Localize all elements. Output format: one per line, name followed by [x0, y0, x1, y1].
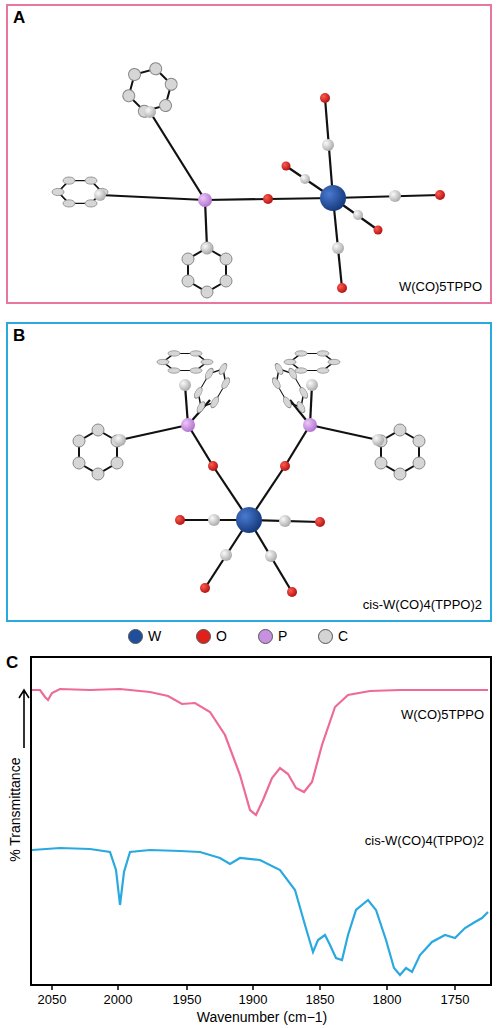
tick-label: 1950	[173, 993, 202, 1007]
figure-panel: C	[30, 656, 492, 986]
atom-swatch	[318, 629, 333, 644]
tick-label: 1850	[306, 993, 335, 1007]
figure-panel: Bcis-W(CO)4(TPPO)2	[6, 322, 492, 622]
tick-label: 1900	[239, 993, 268, 1007]
panel-label: cis-W(CO)4(TPPO)2	[363, 598, 482, 612]
panel-letter: C	[6, 654, 18, 673]
tick-label: 1750	[441, 993, 470, 1007]
legend-text: P	[278, 629, 287, 644]
figure-panel: A W(CO)5TPPO	[6, 4, 492, 304]
atom-swatch	[258, 629, 273, 644]
curve-label: cis-W(CO)4(TPPO)2	[365, 834, 484, 848]
axis-title: Wavenumber (cm−1)	[197, 1010, 328, 1025]
axis-title: % Transmittance	[8, 758, 23, 862]
panel-letter: A	[13, 9, 25, 28]
tick-label: 2000	[104, 993, 133, 1007]
tick-label: 2050	[38, 993, 67, 1007]
atom-swatch	[196, 629, 211, 644]
curve-label: W(CO)5TPPO	[401, 708, 484, 722]
panel-label: W(CO)5TPPO	[399, 280, 482, 294]
tick-label: 1800	[373, 993, 402, 1007]
legend-text: W	[148, 629, 161, 644]
panel-letter: B	[13, 327, 25, 346]
legend-text: O	[216, 629, 227, 644]
atom-swatch	[128, 629, 143, 644]
legend-text: C	[338, 629, 348, 644]
